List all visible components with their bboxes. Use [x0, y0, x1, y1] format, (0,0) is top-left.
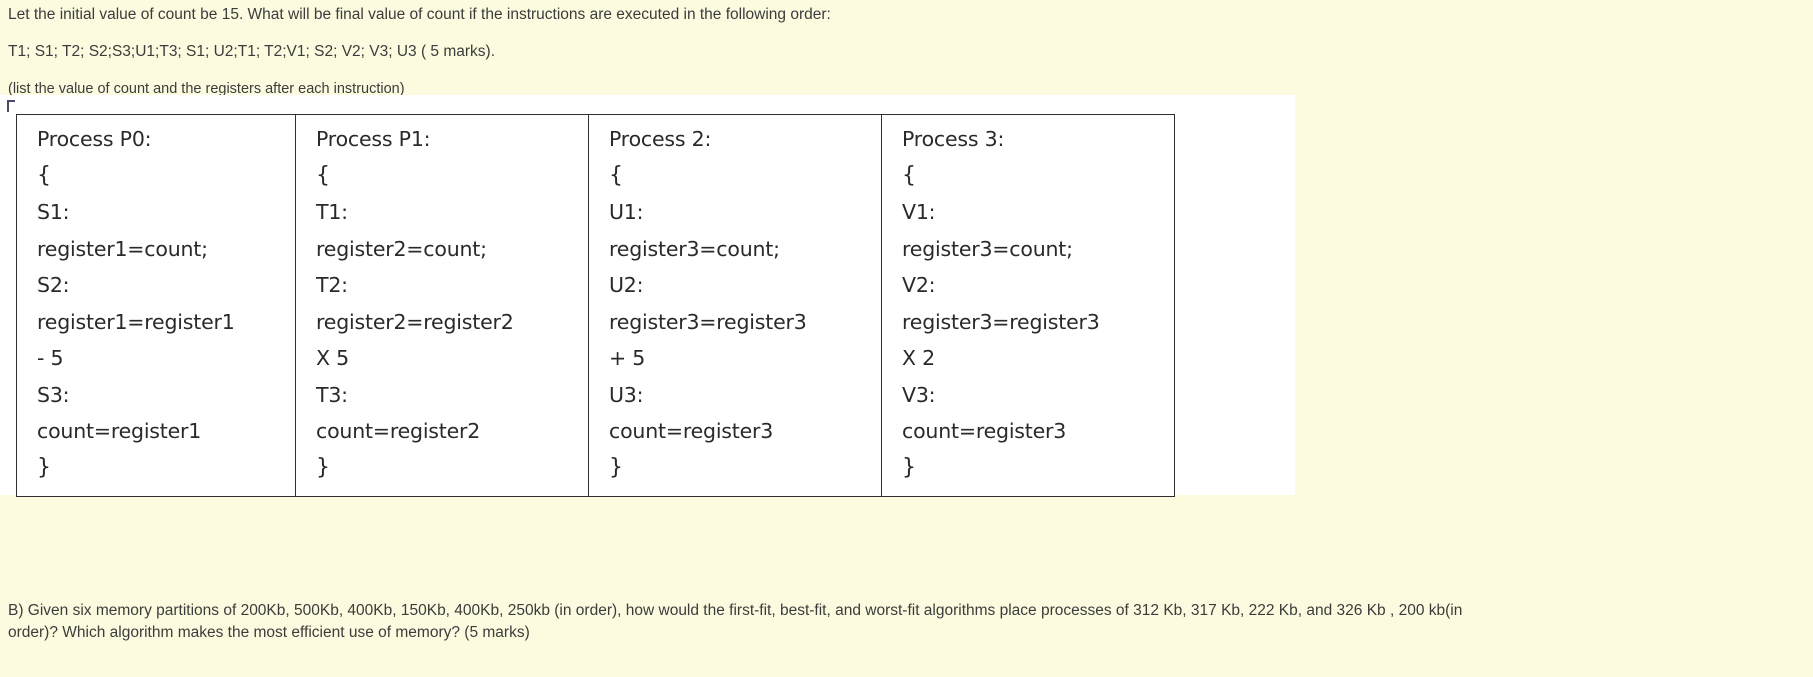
code-line: register2=register2 — [316, 309, 514, 334]
code-line: register3=register3 — [609, 309, 807, 334]
process-column-p2: Process 2: { U1: register3=count; U2: re… — [588, 114, 882, 497]
bottom-line-2: order)? Which algorithm makes the most e… — [8, 624, 530, 642]
code-line: V1: — [902, 200, 936, 224]
code-line: Process 2: — [609, 127, 712, 151]
code-line: { — [316, 162, 330, 188]
code-line: U3: — [609, 382, 644, 407]
code-line: V3: — [902, 382, 936, 407]
code-line: count=register3 — [902, 419, 1067, 443]
code-line: - 5 — [37, 346, 64, 370]
code-line: U1: — [609, 200, 644, 224]
code-line: T3: — [316, 382, 348, 407]
intro-line-2: T1; S1; T2; S2;S3;U1;T3; S1; U2;T1; T2;V… — [8, 43, 496, 61]
code-line: count=register1 — [37, 419, 202, 443]
code-line: } — [316, 454, 330, 480]
code-line: { — [37, 162, 51, 188]
process-column-p3: Process 3: { V1: register3=count; V2: re… — [881, 114, 1175, 497]
code-line: register1=register1 — [37, 309, 235, 334]
process-column-p0: Process P0: { S1: register1=count; S2: r… — [16, 114, 296, 497]
code-line: S2: — [37, 273, 70, 297]
code-line: Process P0: — [37, 127, 152, 151]
code-line: T1: — [316, 200, 348, 224]
intro-line-1: Let the initial value of count be 15. Wh… — [8, 6, 831, 23]
text-caret-marker — [7, 100, 15, 112]
code-line: register3=register3 — [902, 309, 1100, 334]
bottom-line-1: B) Given six memory partitions of 200Kb,… — [8, 602, 1463, 619]
code-line: X 2 — [902, 346, 936, 370]
process-code-table: Process P0: { S1: register1=count; S2: r… — [16, 114, 1175, 497]
code-line: register3=count; — [902, 236, 1073, 261]
code-line: } — [37, 454, 51, 480]
question-b: B) Given six memory partitions of 200Kb,… — [8, 600, 1808, 645]
code-line: { — [902, 162, 916, 188]
code-line: } — [609, 454, 623, 480]
code-line: { — [609, 162, 623, 188]
code-line: Process 3: — [902, 127, 1005, 151]
code-line: register3=count; — [609, 236, 780, 261]
code-line: } — [902, 454, 916, 480]
code-line: U2: — [609, 273, 644, 297]
code-line: + 5 — [609, 346, 646, 370]
table-row: Process P0: { S1: register1=count; S2: r… — [16, 114, 1175, 497]
intro-line-3: (list the value of count and the registe… — [8, 80, 405, 97]
code-line: count=register3 — [609, 419, 774, 443]
code-line: Process P1: — [316, 127, 431, 151]
code-line: register2=count; — [316, 236, 487, 261]
code-line: count=register2 — [316, 419, 481, 443]
code-line: T2: — [316, 273, 348, 297]
code-line: S3: — [37, 382, 70, 407]
code-line: S1: — [37, 200, 70, 224]
code-line: V2: — [902, 273, 936, 297]
process-column-p1: Process P1: { T1: register2=count; T2: r… — [295, 114, 589, 497]
question-intro: Let the initial value of count be 15. Wh… — [0, 0, 1813, 98]
code-line: X 5 — [316, 346, 350, 370]
code-line: register1=count; — [37, 236, 208, 261]
